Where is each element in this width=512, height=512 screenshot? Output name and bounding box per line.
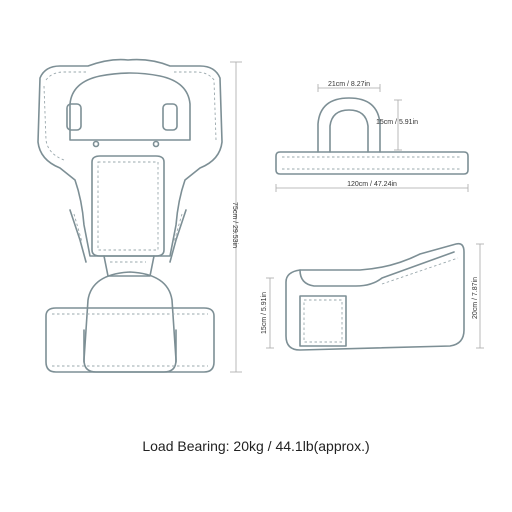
lumbar-height-label: 15cm / 5.91in: [376, 119, 418, 126]
front-panel: [91, 155, 165, 257]
left-pad: [66, 103, 82, 131]
hip-seat-pocket: [299, 295, 347, 347]
load-bearing-caption: Load Bearing: 20kg / 44.1lb(approx.): [142, 438, 370, 454]
hip-seat-body: [285, 242, 465, 351]
height-dimension: 75cm / 29.53in: [230, 61, 242, 373]
lumbar-support: [317, 97, 381, 153]
belt-length-label: 120cm / 47.24in: [347, 181, 397, 188]
belt-strip: [275, 151, 469, 175]
lumbar-width-label: 21cm / 8.27in: [328, 81, 370, 88]
head-support: [69, 72, 191, 141]
right-pad: [162, 103, 178, 131]
belt-top-view: 21cm / 8.27in 15cm / 5.91in 120cm / 47.2…: [275, 81, 469, 192]
waist-belt: [45, 307, 215, 373]
hip-seat-depth-label: 20cm / 7.87in: [472, 277, 479, 319]
hip-seat-view: 15cm / 5.91in 20cm / 7.87in: [261, 242, 484, 351]
seat-bag: [83, 271, 177, 373]
hip-seat-height-label: 15cm / 5.91in: [261, 292, 268, 334]
carrier-back-panel: [37, 58, 223, 257]
carrier-front-view: [37, 58, 223, 373]
total-height-label: 75cm / 29.53in: [231, 202, 238, 248]
